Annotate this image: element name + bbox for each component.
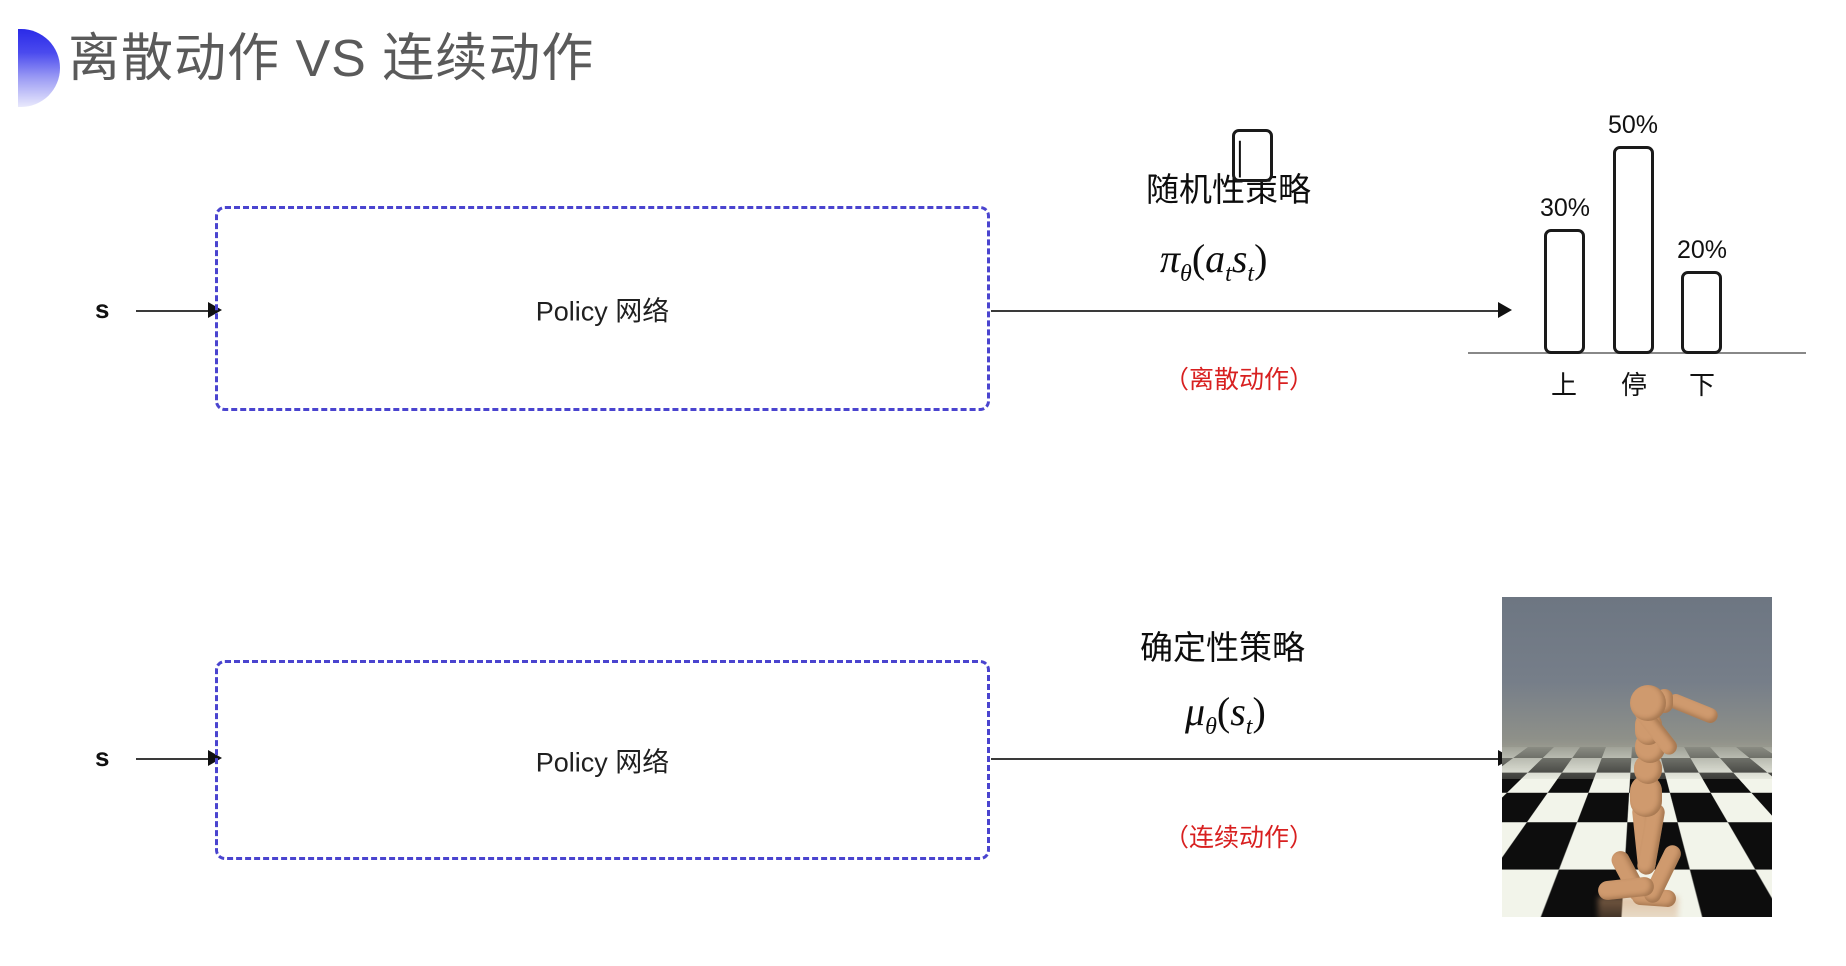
row1-formula-sub2: t bbox=[1247, 261, 1255, 287]
row1-formula-var2: s bbox=[1231, 236, 1248, 281]
row2-policy-formula: μθ(st) bbox=[1185, 688, 1266, 741]
row1-formula-bar: | bbox=[1231, 129, 1273, 182]
bar-down bbox=[1681, 271, 1722, 354]
row2-action-kind-label: （连续动作） bbox=[1164, 824, 1315, 852]
bar-value-down: 20% bbox=[1676, 236, 1728, 264]
row2-formula-open-paren: ( bbox=[1216, 689, 1231, 734]
row1-policy-network-label: Policy 网络 bbox=[535, 296, 670, 326]
row2-formula-close-paren: ) bbox=[1252, 689, 1266, 734]
bar-stop bbox=[1613, 146, 1654, 354]
bar-up bbox=[1544, 229, 1585, 354]
row1-policy-network-box: Policy 网络 bbox=[215, 206, 990, 411]
row1-input-state-label: s bbox=[95, 294, 110, 324]
row1-formula-close-paren: ) bbox=[1254, 236, 1268, 281]
bar-category-stop: 停 bbox=[1620, 370, 1647, 400]
bar-value-up: 30% bbox=[1539, 194, 1591, 222]
humanoid-simulation-image bbox=[1502, 597, 1772, 917]
row2-formula-var1: s bbox=[1230, 689, 1246, 734]
bar-category-down: 下 bbox=[1688, 370, 1715, 400]
row2-input-state-label: s bbox=[95, 742, 110, 772]
discrete-action-bar-chart: 30% 50% 20% 上 停 下 bbox=[1468, 110, 1808, 460]
row2-formula-fn: μ bbox=[1185, 689, 1206, 734]
row1-output-arrow-line bbox=[991, 310, 1504, 312]
row1-input-arrow-line bbox=[136, 310, 212, 312]
bar-category-up: 上 bbox=[1550, 370, 1577, 400]
row2-policy-network-label: Policy 网络 bbox=[535, 747, 670, 778]
row1-policy-formula: πθ(at | st) bbox=[1160, 129, 1273, 288]
row1-formula-fn: π bbox=[1160, 236, 1181, 281]
row1-formula-var1: a bbox=[1205, 236, 1226, 281]
row1-formula-open-paren: ( bbox=[1191, 236, 1206, 281]
row2-formula-theta: θ bbox=[1205, 714, 1217, 740]
bar-value-stop: 50% bbox=[1607, 111, 1659, 139]
page-title: 离散动作 VS 连续动作 bbox=[68, 30, 595, 88]
row1-formula-sub1: t bbox=[1225, 261, 1232, 287]
row2-formula-sub1: t bbox=[1245, 714, 1253, 740]
row2-policy-kind-label: 确定性策略 bbox=[1140, 629, 1305, 666]
row2-output-arrow-line bbox=[991, 758, 1504, 760]
row1-policy-kind-label: 随机性策略 bbox=[1146, 171, 1311, 208]
row2-input-arrow-line bbox=[136, 758, 212, 760]
humanoid-head bbox=[1630, 685, 1666, 721]
row1-output-arrow-head-icon bbox=[1498, 302, 1512, 318]
row1-action-kind-label: （离散动作） bbox=[1164, 366, 1315, 394]
title-bullet-icon bbox=[18, 29, 60, 107]
row1-formula-theta: θ bbox=[1180, 261, 1192, 287]
row2-policy-network-box: Policy 网络 bbox=[215, 660, 990, 860]
